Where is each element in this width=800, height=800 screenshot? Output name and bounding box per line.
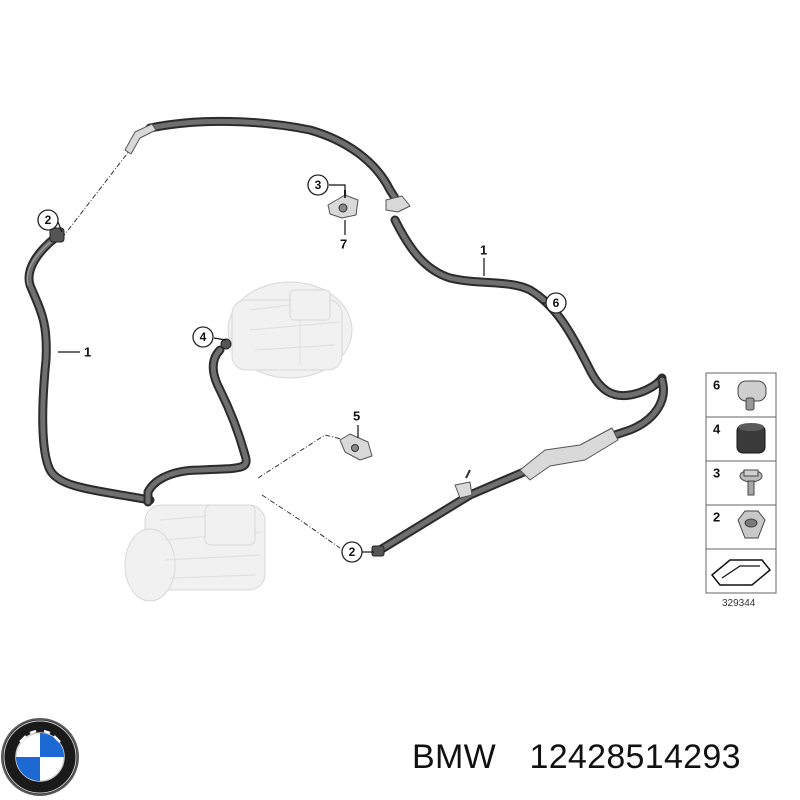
callout-2-top: 2 bbox=[37, 209, 59, 231]
cable-top-run bbox=[124, 116, 400, 203]
leader-c4 bbox=[213, 337, 227, 341]
legend-item-6: 6 bbox=[713, 378, 720, 393]
label-5: 5 bbox=[353, 409, 360, 424]
bmw-logo bbox=[1, 718, 79, 796]
callout-3: 3 bbox=[307, 174, 329, 196]
label-1-left: 1 bbox=[84, 345, 91, 360]
part-number: 12428514293 bbox=[529, 738, 741, 776]
cable-starter bbox=[143, 338, 251, 507]
parts-legend: 6 4 3 2 329344 bbox=[705, 372, 777, 609]
bolt-icon bbox=[739, 469, 763, 496]
label-7: 7 bbox=[340, 237, 347, 252]
cable-right-run bbox=[385, 195, 667, 401]
leader-c2-top bbox=[57, 221, 63, 233]
legend-item-2: 2 bbox=[713, 510, 720, 525]
leader-c3 bbox=[329, 184, 346, 196]
callout-6-text: 6 bbox=[553, 296, 560, 310]
diagram-reference-number: 329344 bbox=[722, 598, 756, 609]
callout-4-text: 4 bbox=[200, 330, 207, 344]
callout-3-text: 3 bbox=[315, 178, 322, 192]
dash-line-mid bbox=[257, 434, 346, 479]
cable-left-loop bbox=[24, 227, 155, 505]
callout-2-bottom: 2 bbox=[341, 541, 363, 563]
legend-item-4: 4 bbox=[713, 422, 721, 437]
cable-lower-run bbox=[371, 427, 619, 557]
ghost-starter-motor bbox=[124, 504, 266, 602]
ghost-alternator bbox=[227, 281, 353, 379]
legend-item-3: 3 bbox=[713, 466, 720, 481]
callout-2-bottom-text: 2 bbox=[349, 545, 356, 559]
brand-part-number-line: BMW 12428514293 bbox=[412, 738, 741, 777]
cable-right-drop bbox=[595, 375, 668, 445]
callout-6: 6 bbox=[545, 292, 567, 314]
brand-name: BMW bbox=[412, 738, 496, 776]
label-1-right: 1 bbox=[480, 243, 487, 258]
part-5-bracket bbox=[339, 433, 373, 461]
nut-icon bbox=[737, 510, 766, 539]
part-7-bracket bbox=[327, 190, 359, 219]
dash-line-top-left bbox=[61, 149, 131, 239]
rubber-cap-icon bbox=[736, 423, 766, 454]
dash-line-bottom bbox=[261, 494, 341, 549]
callout-4: 4 bbox=[192, 326, 214, 348]
callout-2-top-text: 2 bbox=[45, 213, 52, 227]
clip-icon bbox=[737, 380, 767, 411]
assembly-arrow-icon bbox=[710, 559, 772, 586]
